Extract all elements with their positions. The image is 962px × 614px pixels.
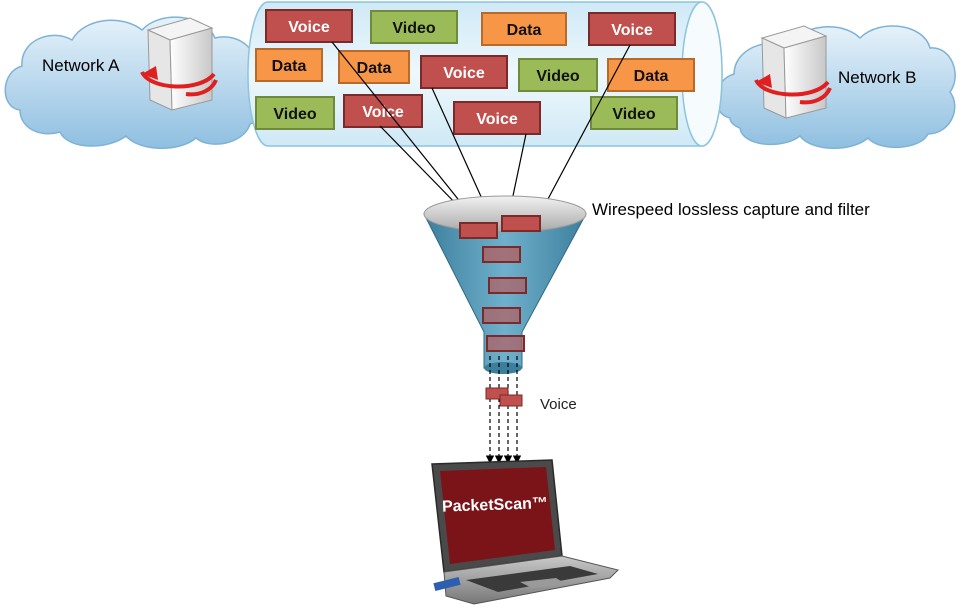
pipe-packet-label: Video: [392, 20, 436, 37]
capture-arrows: [331, 41, 631, 215]
pipe-packet-video: Video: [370, 10, 458, 44]
pipe-packet-label: Voice: [288, 19, 330, 36]
pipe-packet-video: Video: [255, 96, 335, 130]
network-a-server-icon: [140, 17, 218, 111]
network-a-label: Network A: [42, 56, 120, 75]
network-b-cloud: [715, 25, 956, 149]
output-packet: [499, 394, 523, 407]
pipe-packet-label: Data: [634, 68, 669, 85]
pipe-packet-data: Data: [481, 12, 567, 46]
pipe-packet-voice: Voice: [343, 94, 423, 128]
output-dashed-arrows: [485, 356, 522, 464]
capture-arrow: [331, 41, 471, 215]
pipe-packet-label: Video: [536, 68, 580, 85]
laptop-icon: [431, 459, 619, 605]
funnel-packets: [459, 215, 541, 352]
output-voice-packets: [485, 387, 523, 407]
pipe-packet-voice: Voice: [588, 12, 676, 46]
pipe-packet-video: Video: [590, 96, 678, 130]
pipe-packet-data: Data: [338, 50, 410, 84]
pipe-packet-voice: Voice: [265, 9, 353, 43]
pipe-packet-data: Data: [255, 48, 323, 82]
pipe-packet-label: Video: [273, 106, 317, 123]
pipe-packet-label: Data: [272, 58, 307, 75]
pipe-packet-voice: Voice: [453, 101, 541, 135]
capture-arrow: [431, 87, 489, 213]
pipe-packet-video: Video: [518, 58, 598, 92]
pipe-packet-label: Data: [507, 22, 542, 39]
funnel-packet: [501, 215, 541, 232]
funnel-packet: [482, 307, 521, 324]
pipe-packet-voice: Voice: [420, 55, 508, 89]
funnel-packet: [482, 246, 521, 263]
capture-arrow: [379, 125, 465, 213]
pipe-packet-data: Data: [607, 58, 695, 92]
output-packet: [485, 387, 509, 400]
network-a-cloud: [4, 16, 269, 149]
network-b-server-icon: [754, 25, 832, 119]
network-b-label: Network B: [838, 68, 916, 87]
pipe-packet-label: Voice: [443, 65, 485, 82]
pipe-packet-label: Data: [357, 60, 392, 77]
funnel-caption: Wirespeed lossless capture and filter: [592, 200, 870, 219]
funnel-packet: [486, 335, 525, 352]
pipe-packet-label: Voice: [476, 111, 518, 128]
funnel-packet: [488, 277, 527, 294]
pipe-packet-label: Voice: [362, 104, 404, 121]
funnel-packet: [459, 222, 498, 239]
capture-arrow: [539, 44, 631, 215]
laptop-screen-text: PacketScan™: [442, 495, 548, 516]
pipe-packet-label: Video: [612, 106, 656, 123]
pipe-packet-label: Voice: [611, 22, 653, 39]
output-voice-label: Voice: [540, 396, 577, 413]
